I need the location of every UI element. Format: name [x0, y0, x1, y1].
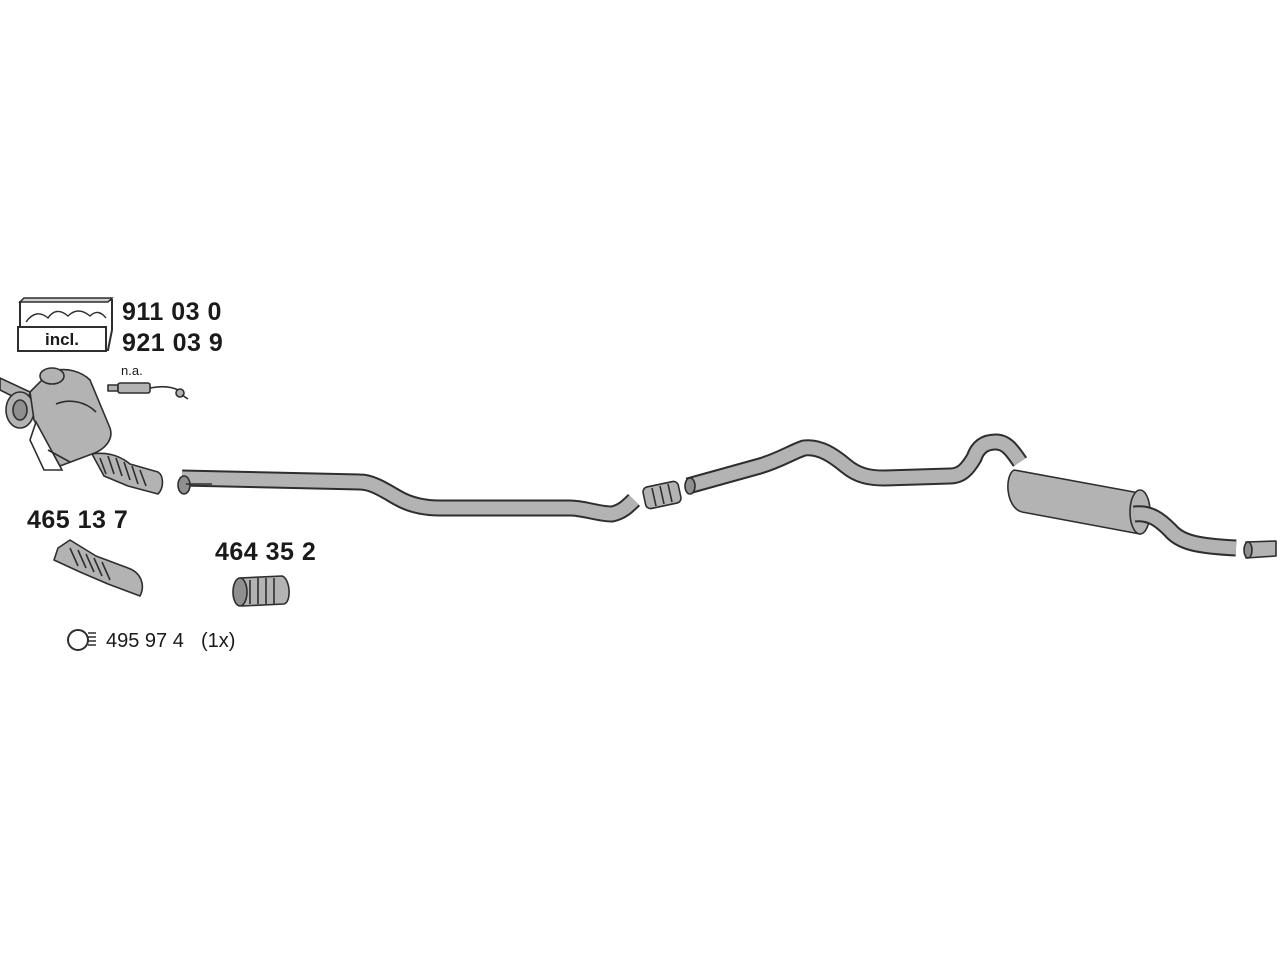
flex-pipe-icon [53, 539, 144, 597]
inline-connector-icon [642, 480, 682, 510]
connector-pipe-icon [232, 575, 290, 607]
mounting-kit-box: incl. [17, 297, 114, 352]
tailpipe-end-icon [1243, 540, 1277, 559]
part-number-flex-pipe: 465 13 7 [27, 506, 129, 534]
catalytic-converter-icon [0, 367, 164, 495]
kit-box-label: incl. [45, 330, 79, 349]
rear-silencer-icon [1007, 469, 1237, 557]
clamp-icon [67, 629, 96, 651]
clamp-part-number: 495 97 4 [106, 630, 184, 652]
front-pipe-icon [177, 469, 641, 523]
middle-pipe-icon [684, 433, 1028, 495]
clamp-quantity: (1x) [201, 630, 236, 652]
lambda-sensor-note: n.a. [121, 363, 143, 378]
part-number-kit-secondary: 921 03 9 [122, 329, 224, 357]
part-number-kit-primary: 911 03 0 [122, 298, 222, 326]
lambda-sensor-icon [107, 382, 189, 400]
part-number-connector: 464 35 2 [215, 538, 317, 566]
